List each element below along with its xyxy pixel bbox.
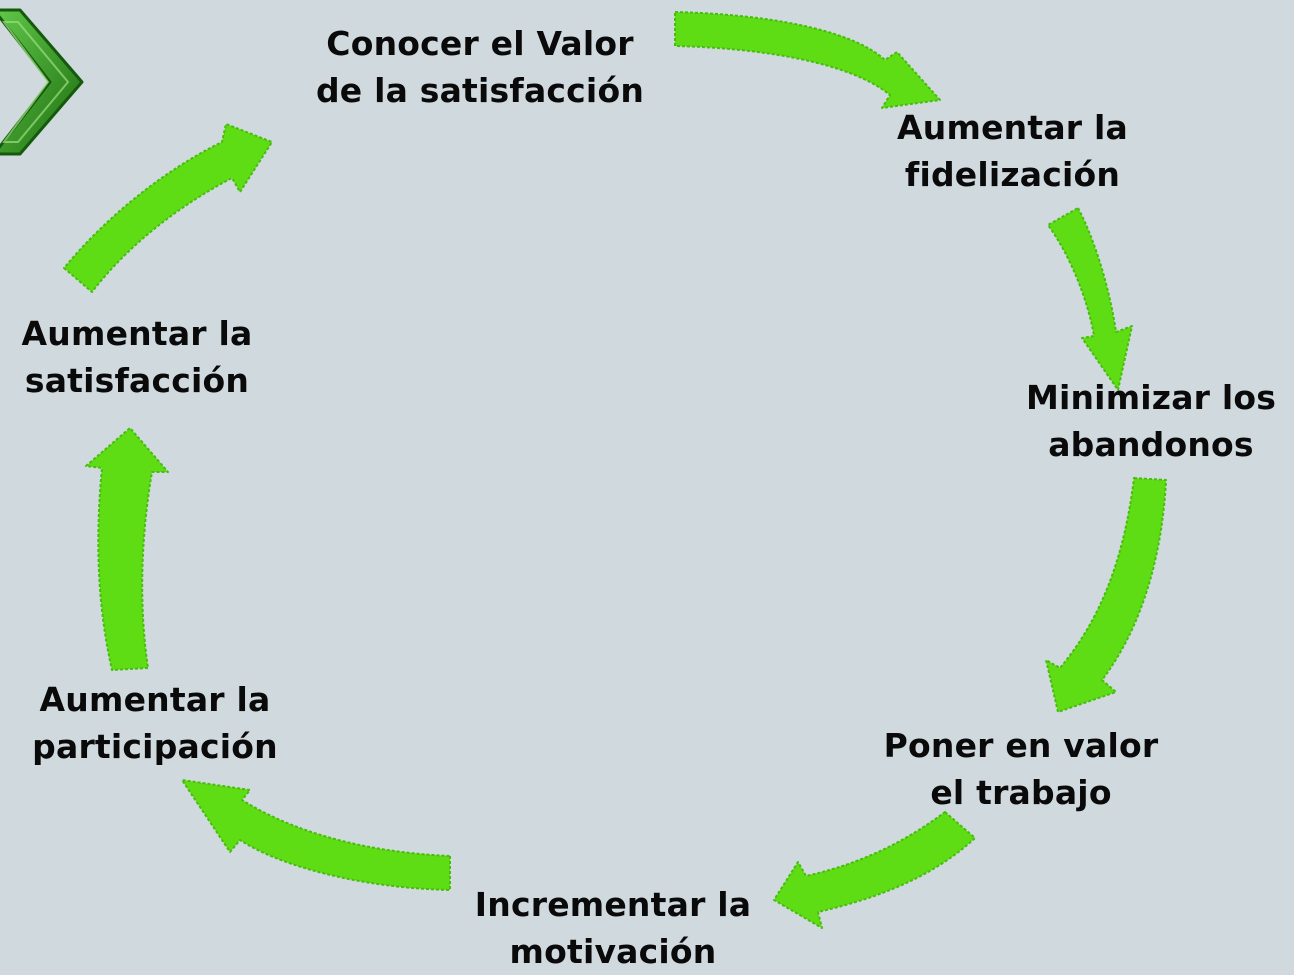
- arrow-participacion-to-satisfaccion: [85, 427, 169, 671]
- arrow-minimizar-to-poner: [1045, 477, 1167, 713]
- node-poner-en-valor: Poner en valor el trabajo: [866, 722, 1176, 816]
- node-line: abandonos: [1048, 425, 1254, 464]
- node-line: fidelización: [904, 155, 1121, 194]
- node-line: Incrementar la: [474, 885, 752, 924]
- node-line: participación: [32, 727, 278, 766]
- node-line: satisfacción: [24, 361, 250, 400]
- node-line: de la satisfacción: [315, 71, 645, 110]
- node-incrementar-motivacion: Incrementar la motivación: [452, 881, 774, 975]
- arrow-satisfaccion-to-conocer: [63, 123, 273, 293]
- node-line: motivación: [509, 932, 717, 971]
- node-line: Aumentar la: [39, 680, 271, 719]
- node-line: el trabajo: [930, 773, 1112, 812]
- node-minimizar-abandonos: Minimizar los abandonos: [1012, 374, 1290, 468]
- arrow-conocer-to-fidelizacion: [674, 11, 941, 109]
- node-line: Poner en valor: [883, 726, 1159, 765]
- node-line: Aumentar la: [897, 108, 1128, 147]
- node-aumentar-fidelizacion: Aumentar la fidelización: [880, 104, 1145, 198]
- node-aumentar-participacion: Aumentar la participación: [10, 676, 300, 770]
- node-conocer-valor: Conocer el Valor de la satisfacción: [300, 20, 660, 114]
- arrow-incrementar-to-participacion: [181, 779, 451, 891]
- node-line: Aumentar la: [21, 314, 253, 353]
- arrow-fidelizacion-to-minimizar: [1047, 207, 1133, 391]
- arrow-poner-to-incrementar: [773, 811, 976, 929]
- chevron-right-icon: [0, 8, 84, 156]
- node-aumentar-satisfaccion: Aumentar la satisfacción: [4, 310, 270, 404]
- node-line: Minimizar los: [1025, 378, 1277, 417]
- node-line: Conocer el Valor: [326, 24, 634, 63]
